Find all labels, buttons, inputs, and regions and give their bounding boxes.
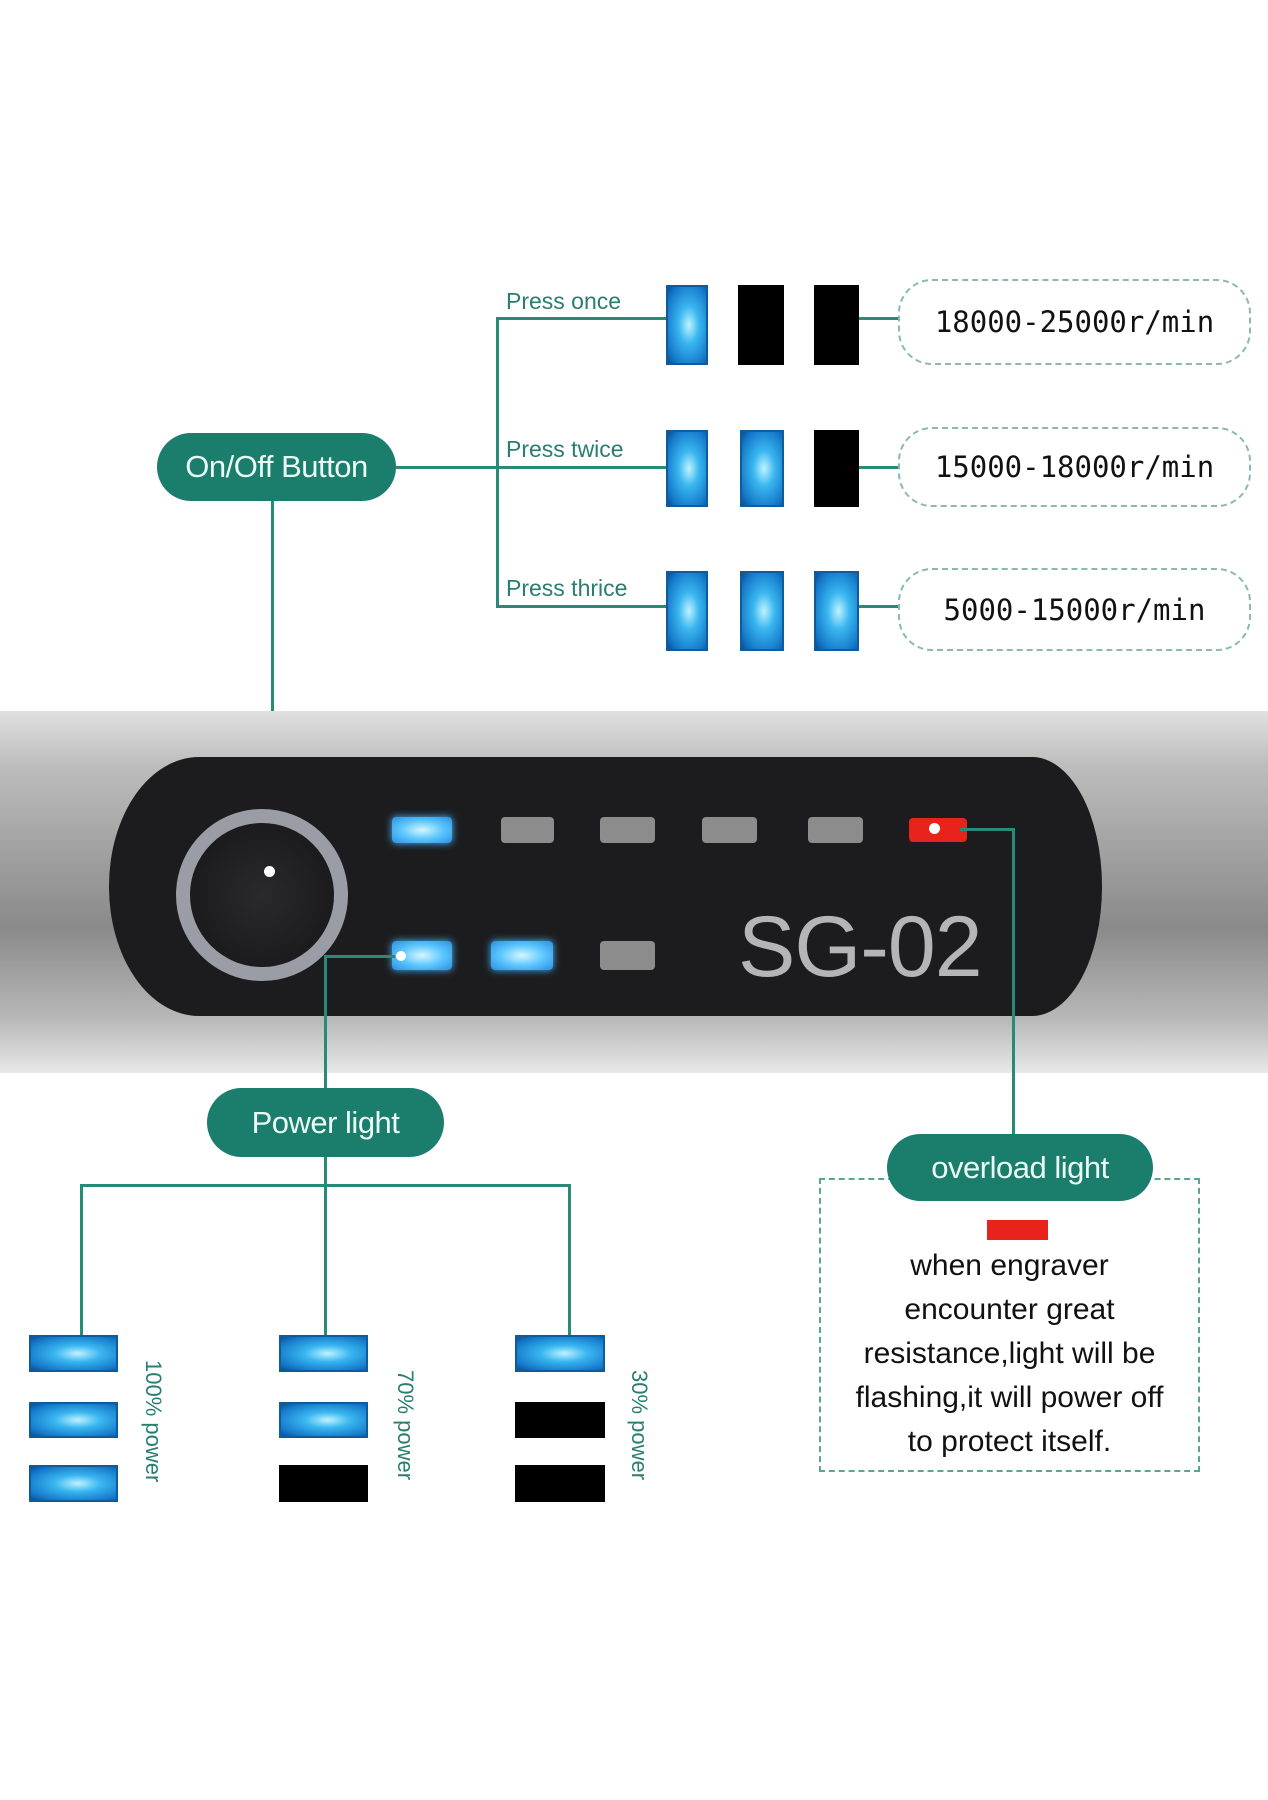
overload-light-label: overload light [887,1134,1153,1201]
on-off-button-label: On/Off Button [157,433,396,501]
overload-description: flashing,it will power off [855,1381,1164,1414]
speed-indicator-led [600,817,655,843]
connector [568,1184,571,1336]
connector [1012,828,1015,1134]
speed-led-on [814,571,859,651]
power-led-on [279,1402,368,1438]
connector [80,1184,571,1187]
speed-led-on [740,430,784,507]
speed-range-2: 15000-18000r/min [898,427,1251,507]
speed-led-on [666,430,708,507]
power-level-label: 70% power [393,1370,418,1481]
power-led-on [515,1335,605,1372]
pointer-dot [396,951,406,961]
connector [496,317,666,320]
speed-led-off [814,285,859,365]
connector [859,605,899,608]
connector [80,1184,83,1336]
power-indicator-led [600,941,655,970]
speed-led-on [740,571,784,651]
overload-description: when engraver [910,1249,1109,1282]
overload-description: encounter great [904,1293,1115,1326]
model-name: SG-02 [738,899,983,995]
power-led-on [29,1465,118,1502]
press-once-label: Press once [506,288,622,314]
speed-indicator-led [392,817,452,843]
power-led-on [29,1402,118,1438]
power-light-label: Power light [207,1088,444,1157]
speed-led-on [666,285,708,365]
speed-led-off [814,430,859,507]
pointer-dot [264,866,275,877]
power-led-on [29,1335,118,1372]
connector [859,466,899,469]
power-led-off [515,1465,605,1502]
power-button[interactable] [176,809,348,981]
connector [325,955,395,958]
press-twice-label: Press twice [506,436,624,462]
connector [960,828,1014,831]
pointer-dot [929,823,940,834]
overload-description: resistance,light will be [863,1337,1156,1370]
power-led-on [279,1335,368,1372]
connector [496,318,499,608]
speed-indicator-led [501,817,554,843]
speed-led-on [666,571,708,651]
connector [271,500,274,895]
speed-led-off [738,285,784,365]
connector [496,605,666,608]
connector [396,466,666,469]
speed-indicator-led [702,817,757,843]
power-led-off [515,1402,605,1438]
power-level-label: 100% power [141,1360,166,1483]
power-level-label: 30% power [627,1370,652,1481]
overload-red-indicator [987,1220,1048,1240]
press-thrice-label: Press thrice [506,575,628,601]
connector [859,317,899,320]
power-led-off [279,1465,368,1502]
speed-range-1: 18000-25000r/min [898,279,1251,365]
overload-description: to protect itself. [907,1425,1112,1458]
speed-range-3: 5000-15000r/min [898,568,1251,651]
speed-indicator-led [808,817,863,843]
power-indicator-led [491,941,553,970]
